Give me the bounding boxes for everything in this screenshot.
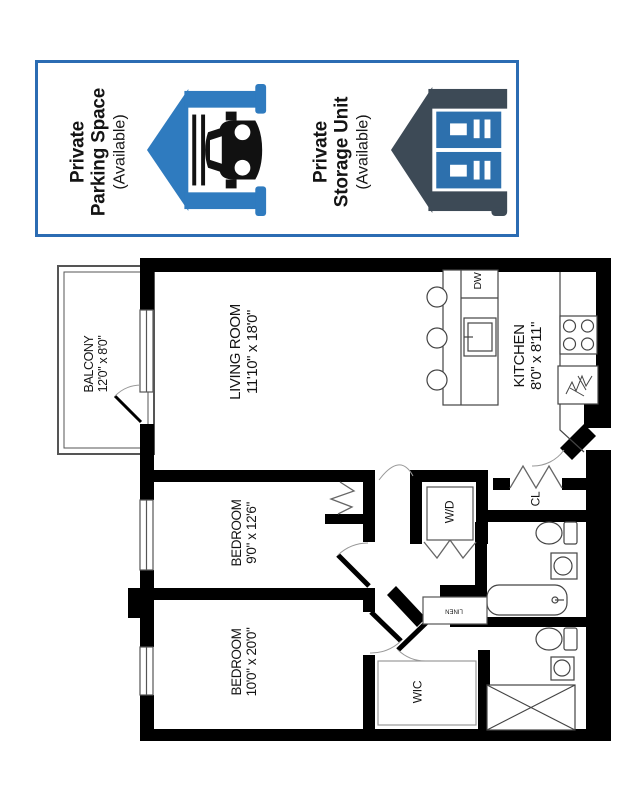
storage-unit-icon (390, 86, 508, 216)
door-arcs (114, 384, 565, 662)
bathroom-fixtures (486, 521, 578, 731)
parking-garage-icon (146, 84, 267, 216)
label-dishwasher: DW (472, 272, 485, 290)
closet-outlines (377, 486, 488, 726)
car-icon (205, 111, 263, 189)
label-balcony: BALCONY 12'0" x 8'0" (82, 335, 110, 393)
walls (113, 258, 611, 741)
label-walk-in-closet: WIC (410, 680, 425, 704)
kitchen-fixtures (426, 269, 599, 453)
label-washer-dryer: W/D (442, 500, 457, 524)
label-closet: CL (528, 491, 543, 507)
label-bedroom-2: BEDROOM 10'0" x 20'0" (228, 627, 259, 697)
label-living-room: LIVING ROOM 11'10" x 18'0" (227, 304, 261, 400)
label-kitchen: KITCHEN 8'0" x 8'11" (511, 321, 545, 391)
windows (139, 309, 154, 696)
label-bedroom-1: BEDROOM 9'0" x 12'6" (228, 499, 259, 567)
label-linen: LINEN (445, 607, 463, 614)
